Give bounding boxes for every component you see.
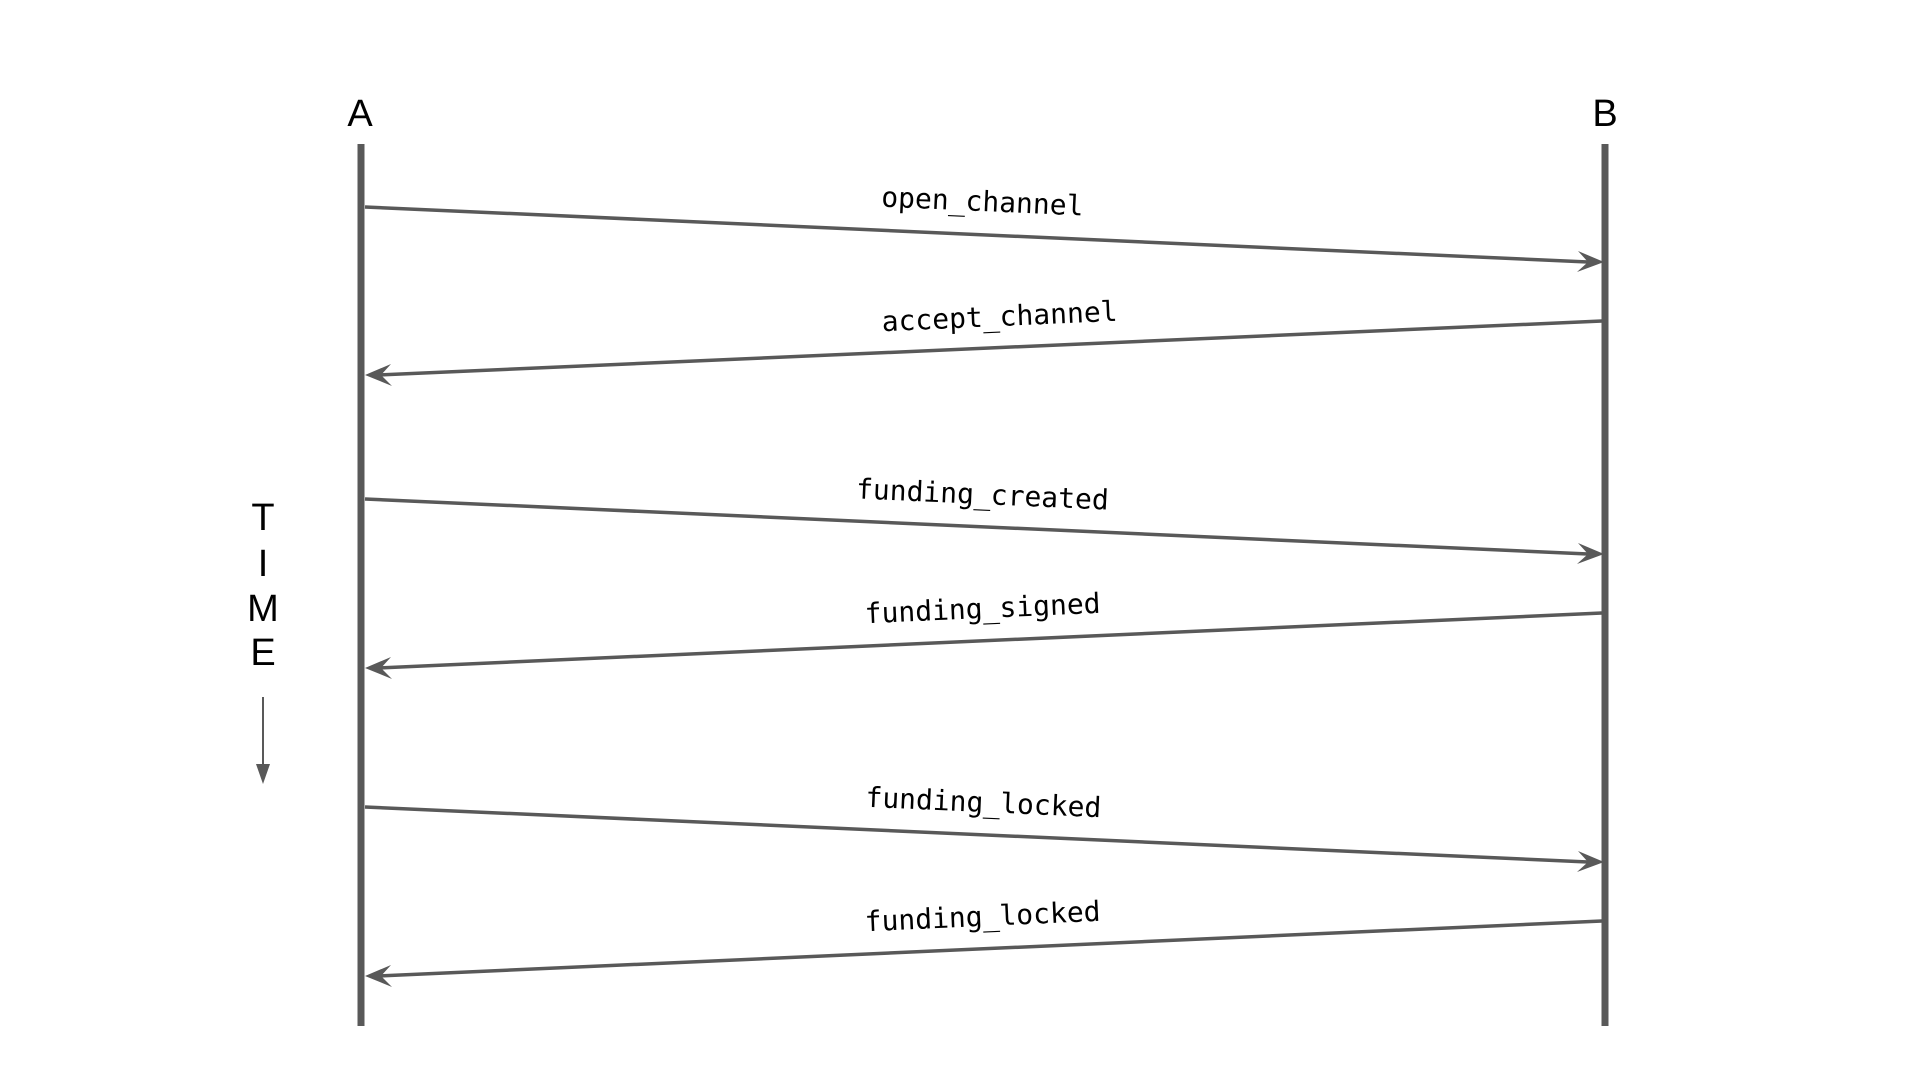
arrowhead-right-icon: [1577, 543, 1604, 564]
participant-b-label: B: [1592, 93, 1617, 135]
message-funding-locked-a-to-b: funding_locked: [364, 781, 1604, 872]
arrowhead-left-icon: [365, 657, 392, 679]
time-arrow-icon: [256, 764, 270, 784]
message-funding-signed: funding_signed: [365, 587, 1603, 679]
arrowhead-right-icon: [1577, 251, 1604, 272]
message-accept-channel: accept_channel: [365, 295, 1603, 386]
message-label: open_channel: [881, 180, 1085, 223]
message-label: funding_locked: [865, 781, 1102, 826]
message-line: [364, 205, 1589, 264]
message-line: [377, 319, 1603, 377]
time-letter-i: I: [258, 543, 269, 585]
time-letter-t: T: [251, 497, 274, 539]
arrowhead-left-icon: [365, 364, 392, 386]
message-line: [377, 611, 1603, 670]
message-label: funding_signed: [864, 587, 1101, 632]
message-label: funding_created: [855, 472, 1109, 517]
participant-a-label: A: [347, 93, 373, 135]
arrowhead-right-icon: [1577, 851, 1604, 872]
arrowhead-left-icon: [365, 965, 392, 987]
message-line: [364, 805, 1589, 864]
message-funding-created: funding_created: [364, 472, 1604, 564]
message-open-channel: open_channel: [364, 180, 1604, 272]
message-label: funding_locked: [864, 895, 1101, 940]
message-line: [377, 919, 1603, 978]
message-line: [364, 497, 1589, 556]
message-funding-locked-b-to-a: funding_locked: [365, 895, 1603, 987]
time-letter-e: E: [250, 632, 275, 674]
time-letter-m: M: [247, 588, 279, 630]
message-label: accept_channel: [881, 295, 1118, 339]
